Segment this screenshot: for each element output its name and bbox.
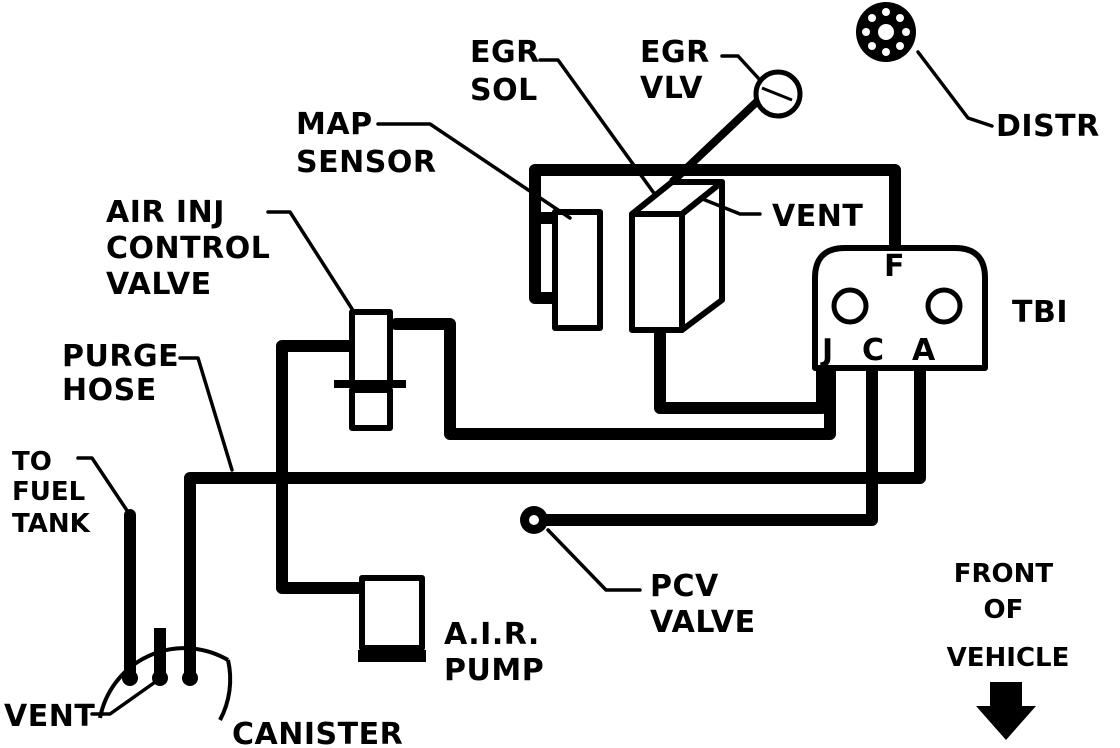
air-pump-hose-line [276, 340, 368, 594]
gear-icon [856, 2, 916, 62]
arrow-down-icon [976, 682, 1036, 740]
leader-vent-top [698, 196, 762, 216]
leader-egr-vlv [720, 54, 762, 82]
label-tbi-port-a: A [912, 333, 936, 368]
label-distr: DISTR [996, 109, 1100, 144]
purge-hose-line [184, 366, 926, 674]
pcv-valve [520, 506, 548, 534]
label-tbi-port-j: J [820, 333, 834, 368]
label-tbi: TBI [1012, 295, 1068, 330]
tbi-unit [812, 245, 988, 371]
label-purge-hose: PURGE HOSE [62, 339, 190, 408]
egr-sol-to-j-hose [654, 324, 828, 414]
label-map-sensor: MAP SENSOR [296, 107, 436, 180]
leader-fuel-tank [76, 456, 132, 517]
leader-purge-hose [178, 356, 234, 472]
label-egr-sol: EGR SOL [470, 35, 551, 108]
map-sensor-hose [529, 164, 901, 304]
leader-pcv-valve [546, 528, 642, 592]
egr-solenoid [629, 179, 725, 333]
label-tbi-port-c: C [862, 333, 885, 368]
label-pcv-valve: PCV VALVE [650, 569, 756, 640]
label-air-pump: A.I.R. PUMP [444, 617, 551, 688]
leader-vent-bottom [90, 678, 160, 716]
leader-map-sensor [376, 122, 572, 220]
air-pump [358, 575, 426, 662]
pcv-hose-line [528, 366, 878, 526]
label-to-fuel-tank: TO FUEL TANK [12, 447, 94, 539]
egr-valve [669, 69, 803, 185]
leader-egr-sol [538, 58, 658, 198]
canister [98, 628, 233, 721]
leader-air-inj [266, 210, 356, 314]
label-tbi-port-f: F [884, 249, 905, 284]
label-egr-vlv: EGR VLV [640, 35, 721, 106]
air-inj-control-valve [334, 309, 406, 431]
label-vent-top: VENT [772, 199, 863, 234]
leader-distr [916, 50, 994, 128]
label-vent-bottom: VENT [4, 699, 95, 734]
air-inj-to-j-hose [390, 318, 836, 440]
label-air-inj-control-valve: AIR INJ CONTROL VALVE [106, 195, 281, 302]
label-front-of-vehicle: FRONT OF VEHICLE [947, 559, 1070, 673]
map-sensor [552, 209, 603, 331]
label-canister: CANISTER [232, 717, 403, 748]
